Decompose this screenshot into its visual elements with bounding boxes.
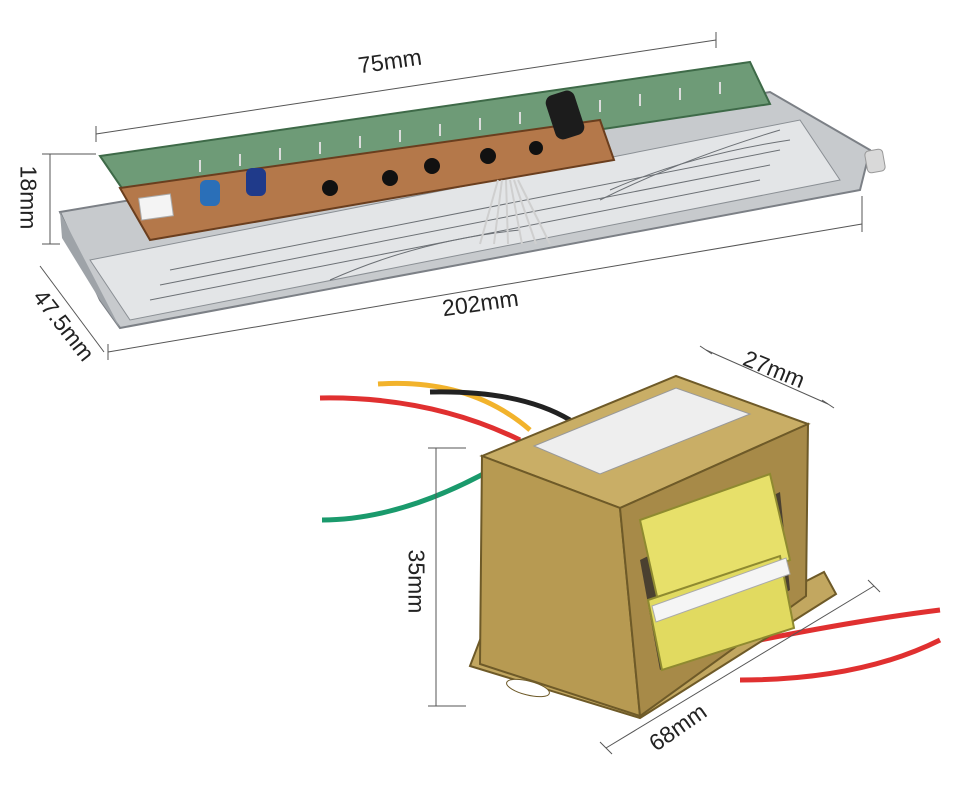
mount-slot <box>506 678 550 698</box>
tip-nub <box>864 148 886 174</box>
wire-black <box>429 389 572 423</box>
spec-label <box>532 387 752 475</box>
capacitor-blue <box>200 180 220 206</box>
green-pcb <box>98 60 772 202</box>
transistor <box>529 141 543 155</box>
transistor <box>382 170 398 186</box>
coil-bobbin <box>651 557 791 623</box>
display-grid <box>149 129 791 301</box>
wire-red <box>319 395 522 443</box>
dimension-label-transformer-height: 35mm <box>403 549 430 614</box>
coil-upper <box>638 472 792 612</box>
electronic-components <box>138 90 585 221</box>
dimension-label-height: 18mm <box>15 165 42 230</box>
dimension-lines-transformer <box>428 345 881 755</box>
wire-red-right-1 <box>759 607 941 643</box>
glass-tube-front <box>60 212 120 328</box>
transistor <box>480 148 496 164</box>
transistor <box>424 158 440 174</box>
capacitor-black <box>545 90 585 140</box>
capacitor-navy <box>246 168 266 196</box>
transformer <box>319 374 942 720</box>
wire-red-right-2 <box>739 637 942 683</box>
transistor <box>322 180 338 196</box>
pin-wires <box>479 179 551 245</box>
vfd-display-module <box>58 60 886 330</box>
connector <box>138 193 174 221</box>
dimension-lines-vfd <box>39 32 863 360</box>
